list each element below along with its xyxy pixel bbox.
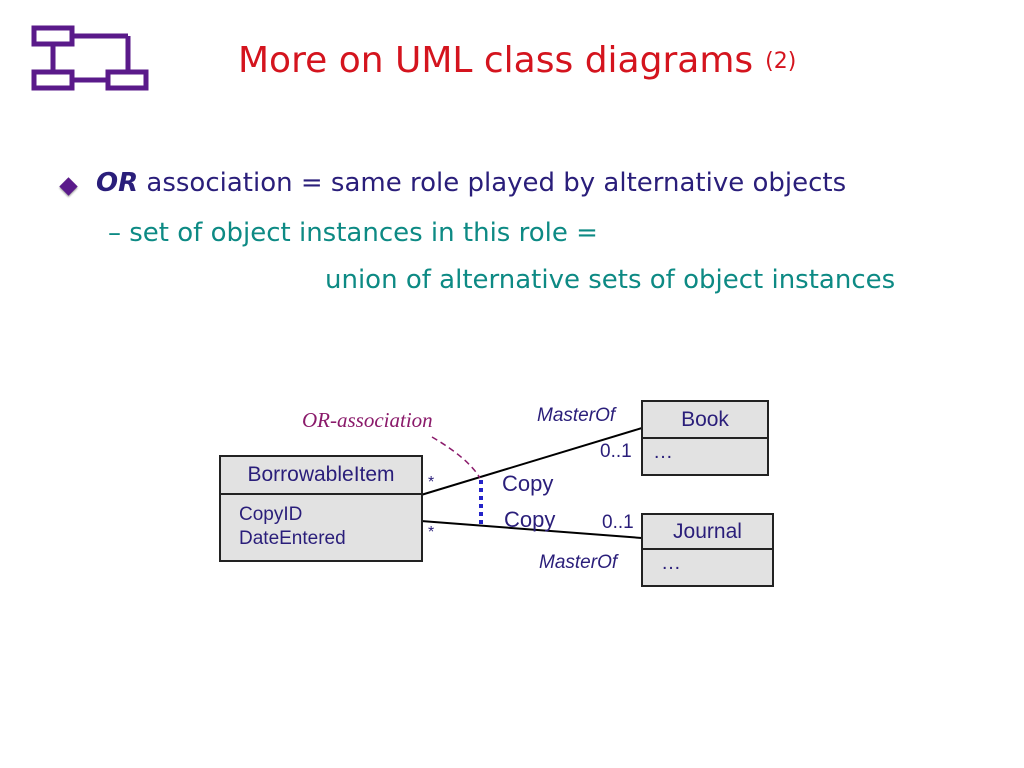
class-name-book: Book (643, 402, 767, 439)
multiplicity-journal: 0..1 (602, 512, 634, 533)
role-master-of-journal: MasterOf (539, 552, 618, 573)
sub-bullet-continuation: union of alternative sets of object inst… (325, 265, 896, 295)
multiplicity-star-top: * (428, 474, 435, 491)
or-keyword: OR (96, 168, 139, 198)
class-body-journal: … (661, 552, 681, 574)
role-copy-book: Copy (502, 471, 554, 496)
class-attributes-borrowable-item: CopyID DateEntered (221, 495, 421, 551)
uml-logo-icon (31, 25, 149, 91)
role-copy-journal: Copy (504, 507, 556, 532)
multiplicity-star-bottom: * (428, 524, 435, 541)
title-number: (2) (765, 49, 797, 74)
role-master-of-book: MasterOf (537, 405, 616, 426)
bullet-or-association: OR association = same role played by alt… (60, 168, 846, 198)
bullet1-text: association = same role played by altern… (146, 168, 847, 198)
class-body-book: … (653, 441, 673, 463)
page-title: More on UML class diagrams (2) (238, 40, 796, 81)
class-borrowable-item: BorrowableItem CopyID DateEntered (219, 455, 423, 562)
class-book: Book … (641, 400, 769, 476)
or-association-label: OR-association (302, 408, 433, 432)
class-name-borrowable-item: BorrowableItem (221, 457, 421, 495)
class-journal: Journal … (641, 513, 774, 587)
association-line-book (420, 427, 643, 496)
or-association-pointer (431, 436, 481, 479)
attribute-copy-id: CopyID (239, 504, 303, 525)
title-text: More on UML class diagrams (238, 40, 754, 81)
attribute-date-entered: DateEntered (239, 528, 346, 549)
sub-bullet-text: – set of object instances in this role = (108, 218, 598, 248)
multiplicity-book: 0..1 (600, 441, 632, 462)
class-name-journal: Journal (643, 515, 772, 550)
